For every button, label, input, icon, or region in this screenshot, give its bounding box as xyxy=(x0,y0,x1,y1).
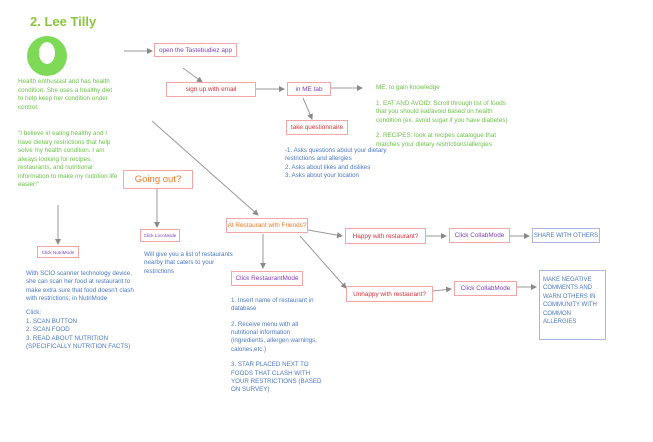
restaurant-note-1: 1. Insert name of restaurant in database xyxy=(231,297,314,313)
arrow-to-questionnaire xyxy=(302,97,313,120)
persona-description: Health enthusiast and has health conditi… xyxy=(18,78,113,111)
locomode-note: Will give you a list of restaurants near… xyxy=(144,251,233,275)
nutrimode-intro: With SCIO scanner technology device, she… xyxy=(26,270,134,303)
arrow-to-collab-unhappy xyxy=(432,286,452,293)
happy-node: Happy with restaurant? xyxy=(345,228,426,244)
persona-quote: "I believe in eating healthy and I have … xyxy=(18,130,118,188)
restaurant-note-2: 2. Receive menu with all nutritional inf… xyxy=(231,320,317,353)
arrow-persona-to-restaurant xyxy=(151,120,259,216)
open-app-node: open the Tastebudiez app xyxy=(154,43,237,57)
user-avatar-icon xyxy=(27,36,67,76)
me-tab-node: in ME tab xyxy=(287,82,331,96)
nutrimode-step-3: 3. READ ABOUT NUTRITION (SPECIFICALLY NU… xyxy=(26,334,131,350)
questionnaire-notes: -1. Asks questions about your dietary re… xyxy=(285,147,387,180)
page-title: 2. Lee Tilly xyxy=(30,14,97,29)
at-restaurant-node: At Restaurant with Friends? xyxy=(226,218,308,233)
questionnaire-note-2: 2. Asks about likes and dislikes xyxy=(285,163,371,171)
collab-mode-happy-node: Click CollabMode xyxy=(449,228,510,243)
share-with-others-node: SHARE WITH OTHERS xyxy=(532,228,600,243)
me-notes-item-1: 1. EAT AND AVOID: Scroll through list of… xyxy=(376,99,508,124)
nutrimode-step-1: 1. SCAN BUTTON xyxy=(26,317,78,325)
restaurant-mode-notes: 1. Insert name of restaurant in database… xyxy=(231,297,323,395)
arrow-to-sign-up xyxy=(182,67,203,83)
questionnaire-node: take questionnaire xyxy=(286,120,348,135)
me-notes-item-2: 2. RECIPES: look at recipes catalogue th… xyxy=(376,132,497,148)
nutrimode-notes: With SCIO scanner technology device, she… xyxy=(26,270,138,351)
restaurant-note-3: 3. STAR PLACED NEXT TO FOODS THAT CLASH … xyxy=(231,361,322,394)
questionnaire-note-1: -1. Asks questions about your dietary re… xyxy=(285,147,387,163)
me-notes: ME: to gain knowledge 1. EAT AND AVOID: … xyxy=(376,84,511,149)
nutrimode-click-label: Click: xyxy=(26,309,42,317)
unhappy-node: Unhappy with restaurant? xyxy=(346,286,433,302)
arrow-to-happy xyxy=(307,229,343,239)
questionnaire-note-3: 3. Asks about your location xyxy=(285,172,359,180)
me-notes-heading: ME: to gain knowledge xyxy=(376,84,440,91)
negative-comments-node: MAKE NEGATIVE COMMENTS AND WARN OTHERS I… xyxy=(539,270,606,340)
collab-mode-unhappy-node: Click CollabMode xyxy=(454,281,517,296)
nutrimode-node: Click NutriMode xyxy=(37,246,79,258)
sign-up-node: sign up with email xyxy=(166,82,256,97)
restaurant-mode-node: Click RestaurantMode xyxy=(231,271,303,286)
locomode-node: Click LocoMode xyxy=(140,229,180,242)
nutrimode-step-2: 2. SCAN FOOD xyxy=(26,326,70,334)
going-out-node: Going out? xyxy=(123,170,193,189)
arrow-to-unhappy xyxy=(299,235,347,289)
